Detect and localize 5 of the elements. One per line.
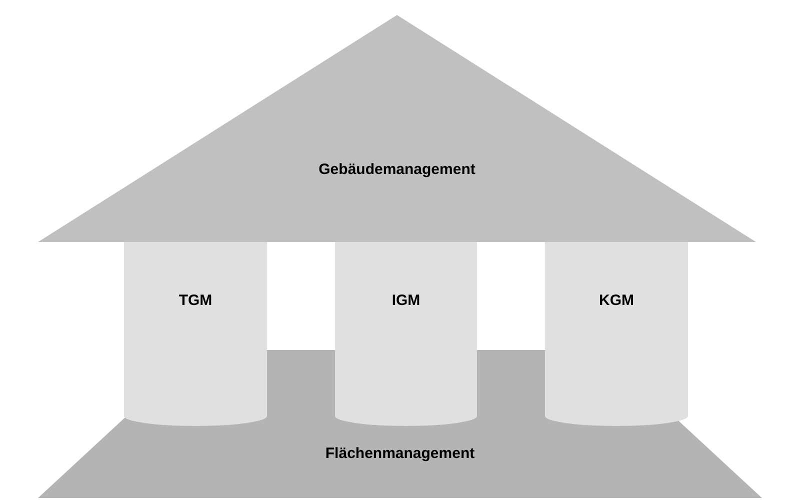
node-label: KGM (599, 292, 634, 309)
node-label: TGM (178, 292, 212, 309)
node-label: Flächenmanagement (325, 445, 475, 462)
node-label: IGM (392, 292, 420, 309)
node-label: Gebäudemanagement (318, 161, 476, 178)
